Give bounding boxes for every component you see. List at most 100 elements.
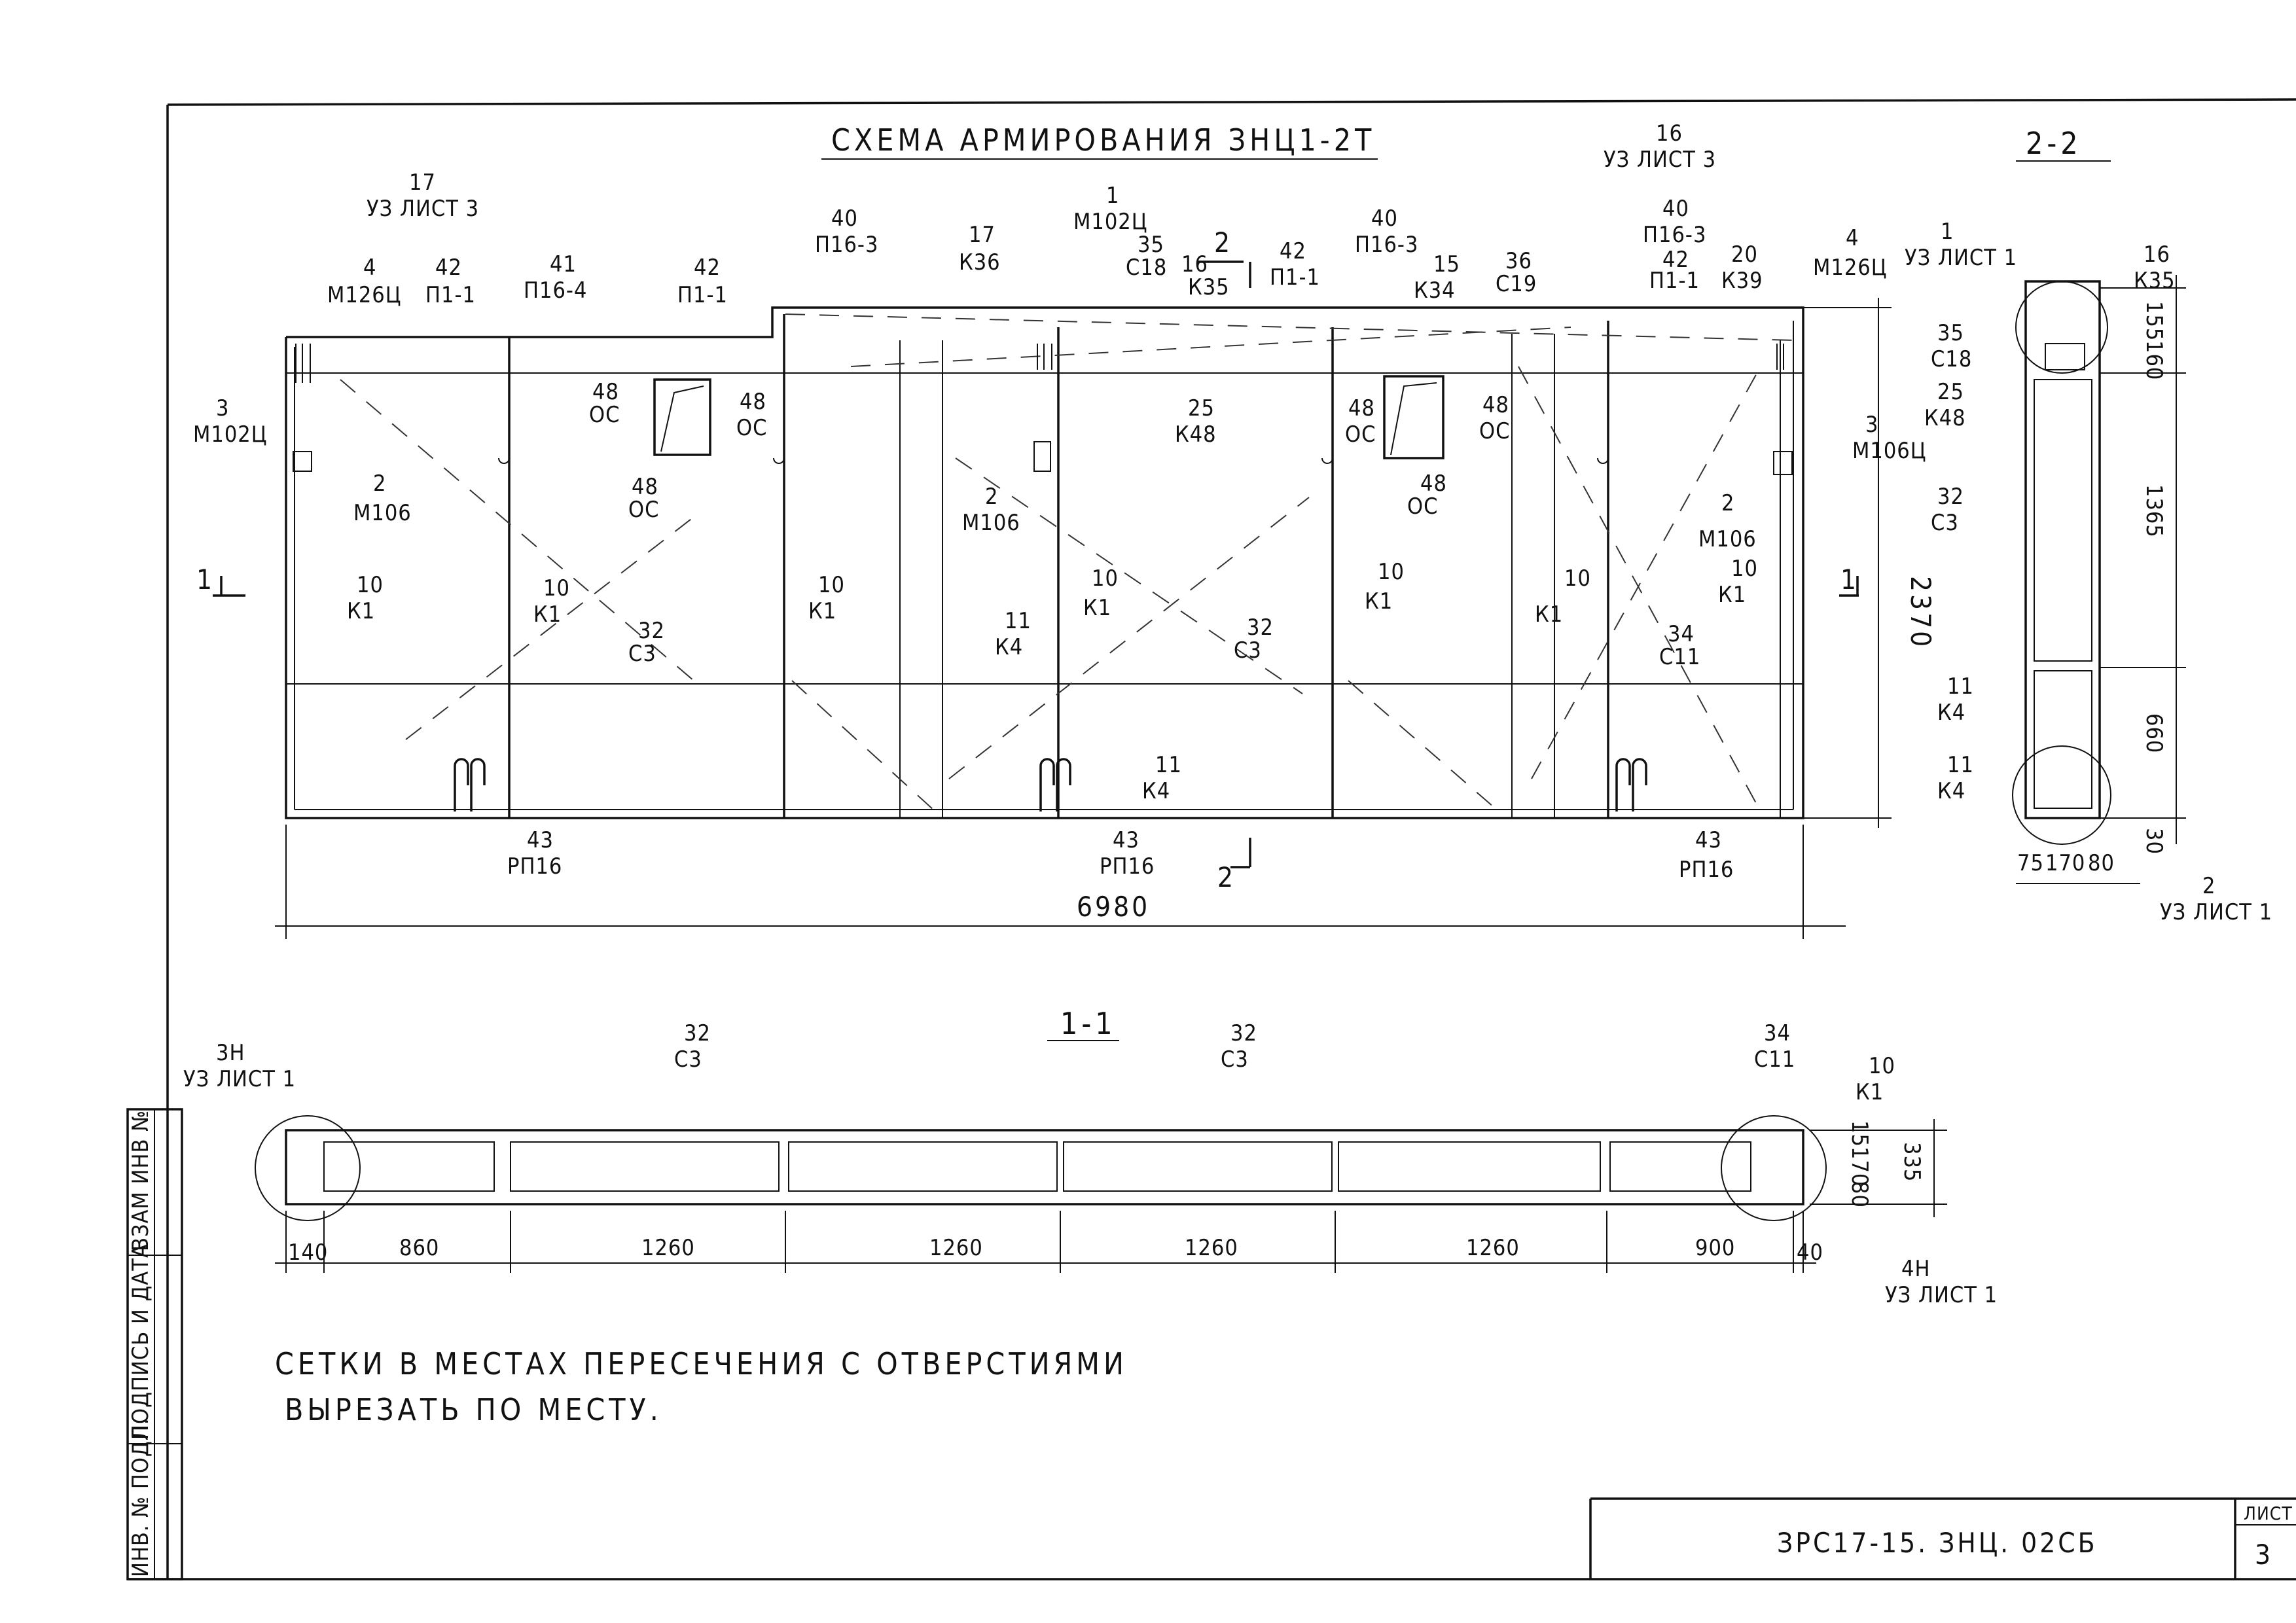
svg-text:10: 10 — [1564, 565, 1591, 592]
svg-text:43: 43 — [527, 827, 554, 853]
svg-text:2: 2 — [985, 484, 998, 510]
svg-text:ОС: ОС — [1407, 493, 1438, 520]
svg-text:15: 15 — [1846, 1120, 1873, 1147]
svg-text:17: 17 — [409, 169, 436, 196]
svg-text:30: 30 — [2141, 828, 2167, 855]
note-line-1: СЕТКИ В МЕСТАХ ПЕРЕСЕЧЕНИЯ С ОТВЕРСТИЯМИ — [275, 1346, 1128, 1382]
svg-text:П16-3: П16-3 — [1355, 232, 1418, 258]
svg-text:11: 11 — [1947, 752, 1974, 778]
svg-text:43: 43 — [1695, 827, 1722, 853]
svg-text:С3: С3 — [1234, 637, 1262, 664]
s22-label-2: 2УЗ ЛИСТ 1 — [2160, 873, 2272, 925]
stamp-signature-date: ПОДПИСЬ И ДАТА — [128, 1243, 154, 1440]
svg-text:С3: С3 — [1221, 1046, 1249, 1073]
svg-text:4: 4 — [1846, 225, 1859, 251]
svg-text:К1: К1 — [1365, 588, 1393, 615]
svg-text:С11: С11 — [1659, 644, 1700, 670]
svg-text:80: 80 — [1846, 1181, 1873, 1208]
svg-text:48: 48 — [740, 389, 766, 415]
svg-text:1260: 1260 — [929, 1235, 983, 1261]
svg-text:К4: К4 — [1142, 778, 1170, 804]
svg-text:10: 10 — [1869, 1053, 1895, 1079]
svg-text:34: 34 — [1668, 621, 1695, 647]
document-code: ЗРС17-15. ЗНЦ. 02СБ — [1777, 1527, 2098, 1559]
svg-text:660: 660 — [2141, 713, 2167, 753]
svg-text:К48: К48 — [1175, 421, 1217, 448]
svg-text:К35: К35 — [1188, 274, 1230, 300]
svg-text:П1-1: П1-1 — [677, 282, 728, 308]
section-1-1-dimensions: 140 860 1260 1260 1260 1260 900 40 15 17… — [288, 1120, 1925, 1266]
cut-marker-1-right: 1 — [1840, 563, 1859, 596]
svg-text:34: 34 — [1764, 1020, 1791, 1046]
svg-text:3Н: 3Н — [216, 1040, 245, 1066]
svg-text:УЗ ЛИСТ 1: УЗ ЛИСТ 1 — [1885, 1282, 1998, 1308]
cut-marker-1-left: 1 — [196, 563, 215, 596]
svg-text:ОС: ОС — [1345, 421, 1376, 448]
svg-text:4Н: 4Н — [1901, 1256, 1930, 1282]
svg-text:К1: К1 — [1083, 595, 1111, 621]
svg-text:48: 48 — [1348, 395, 1375, 421]
svg-text:С18: С18 — [1931, 346, 1972, 372]
dimension-height: 2370 — [1905, 576, 1937, 649]
svg-text:32: 32 — [1247, 615, 1274, 641]
svg-text:41: 41 — [550, 251, 577, 277]
svg-text:36: 36 — [1505, 248, 1532, 274]
svg-text:П16-4: П16-4 — [524, 277, 587, 304]
section-1-1-title: 1-1 — [1060, 1006, 1117, 1041]
svg-text:К1: К1 — [533, 601, 562, 628]
svg-text:С3: С3 — [1931, 510, 1959, 536]
section-2-2-dimensions: 155 160 1365 660 30 75 170 80 — [2017, 301, 2167, 876]
svg-text:42: 42 — [1662, 247, 1689, 273]
svg-text:К39: К39 — [1721, 268, 1763, 294]
svg-text:16: 16 — [1181, 251, 1208, 277]
svg-text:С18: С18 — [1126, 255, 1167, 281]
svg-text:К34: К34 — [1414, 277, 1456, 304]
svg-text:335: 335 — [1899, 1142, 1925, 1182]
svg-text:М126Ц: М126Ц — [327, 282, 402, 308]
svg-text:ОС: ОС — [589, 402, 620, 428]
svg-text:42: 42 — [435, 255, 462, 281]
svg-text:К4: К4 — [1937, 778, 1965, 804]
svg-text:10: 10 — [818, 572, 845, 598]
section-2-2-view — [2012, 275, 2186, 884]
svg-text:К35: К35 — [2134, 268, 2176, 294]
svg-text:48: 48 — [1482, 392, 1509, 418]
svg-text:16: 16 — [1656, 120, 1683, 147]
svg-text:М102Ц: М102Ц — [193, 421, 268, 448]
svg-text:М106Ц: М106Ц — [1852, 438, 1927, 464]
svg-text:860: 860 — [399, 1235, 439, 1261]
svg-text:М106: М106 — [1698, 526, 1757, 552]
svg-text:48: 48 — [1420, 471, 1447, 497]
